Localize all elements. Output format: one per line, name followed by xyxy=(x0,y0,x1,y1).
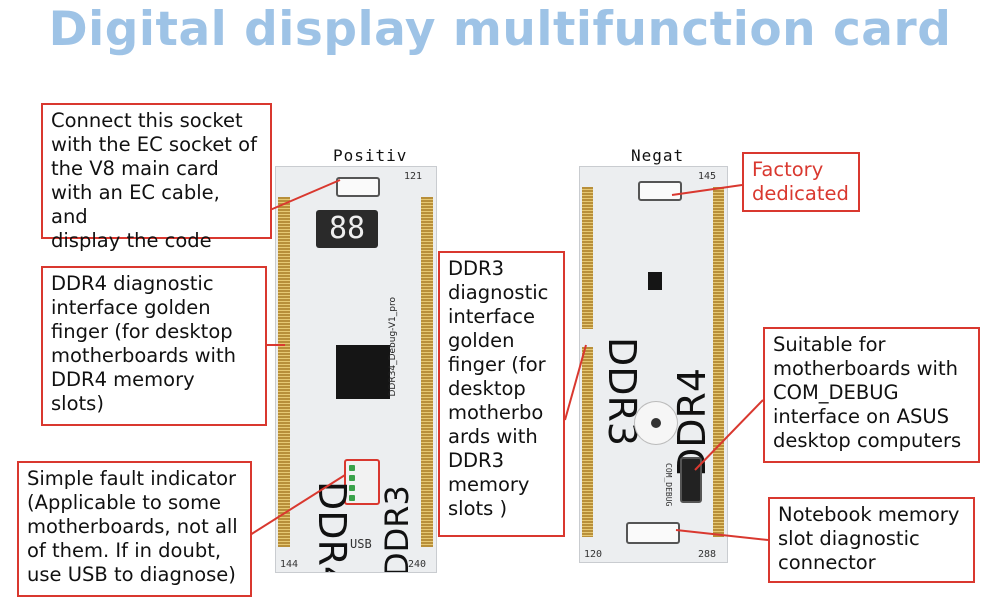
callout-notebook: Notebook memory slot diagnostic connecto… xyxy=(768,497,975,583)
led-usb xyxy=(349,485,355,491)
notebook-connector xyxy=(626,522,680,544)
callout-ddr3-finger: DDR3 diagnostic interface golden finger … xyxy=(438,251,565,537)
leader-fault xyxy=(249,474,346,536)
pin-number: 288 xyxy=(698,549,717,560)
pin-number: 121 xyxy=(404,171,423,182)
pin-number: 144 xyxy=(280,559,299,570)
callout-factory: Factory dedicated xyxy=(742,152,860,212)
led-dram xyxy=(349,475,355,481)
leader-ddr3 xyxy=(564,344,587,421)
usb-label: USB xyxy=(350,537,372,551)
pin-number: 145 xyxy=(698,171,717,182)
callout-fault-indicator: Simple fault indicator (Applicable to so… xyxy=(17,461,252,597)
gold-finger-left-top xyxy=(582,187,593,329)
led-pch xyxy=(349,495,355,501)
buzzer xyxy=(635,402,677,444)
leader-notebook xyxy=(675,529,769,541)
led-cpu xyxy=(349,465,355,471)
seven-segment-display: 88 xyxy=(316,210,378,248)
leader-factory xyxy=(671,184,743,196)
page-title: Digital display multifunction card xyxy=(48,2,952,57)
main-chip xyxy=(336,345,390,399)
gold-finger-right xyxy=(713,187,724,537)
positive-side-label: Positiv xyxy=(333,146,408,165)
callout-com-debug: Suitable for motherboards with COM_DEBUG… xyxy=(763,327,980,463)
negative-side-label: Negat xyxy=(631,146,685,165)
gold-finger-right xyxy=(421,197,433,547)
com-debug-label: COM_DEBUG xyxy=(664,463,673,507)
pin-number: 240 xyxy=(408,559,427,570)
callout-ec-socket: Connect this socket with the EC socket o… xyxy=(41,103,272,252)
leader-com xyxy=(694,399,764,471)
gold-finger-left xyxy=(278,197,290,547)
gold-finger-left-bottom xyxy=(582,347,593,537)
fault-led-block xyxy=(344,459,380,505)
factory-socket xyxy=(638,181,682,201)
small-ic xyxy=(648,272,662,290)
ec-socket xyxy=(336,177,380,197)
negative-board: 145 DDR3 DDR4 COM_DEBUG 120 288 xyxy=(580,167,727,562)
callout-ddr4-finger: DDR4 diagnostic interface golden finger … xyxy=(41,266,267,426)
pin-number: 120 xyxy=(584,549,603,560)
positive-board: 121 88 DDR34_Debug-V1_pro DDR4 DDR3 USB … xyxy=(276,167,436,572)
leader-ec xyxy=(269,179,341,211)
